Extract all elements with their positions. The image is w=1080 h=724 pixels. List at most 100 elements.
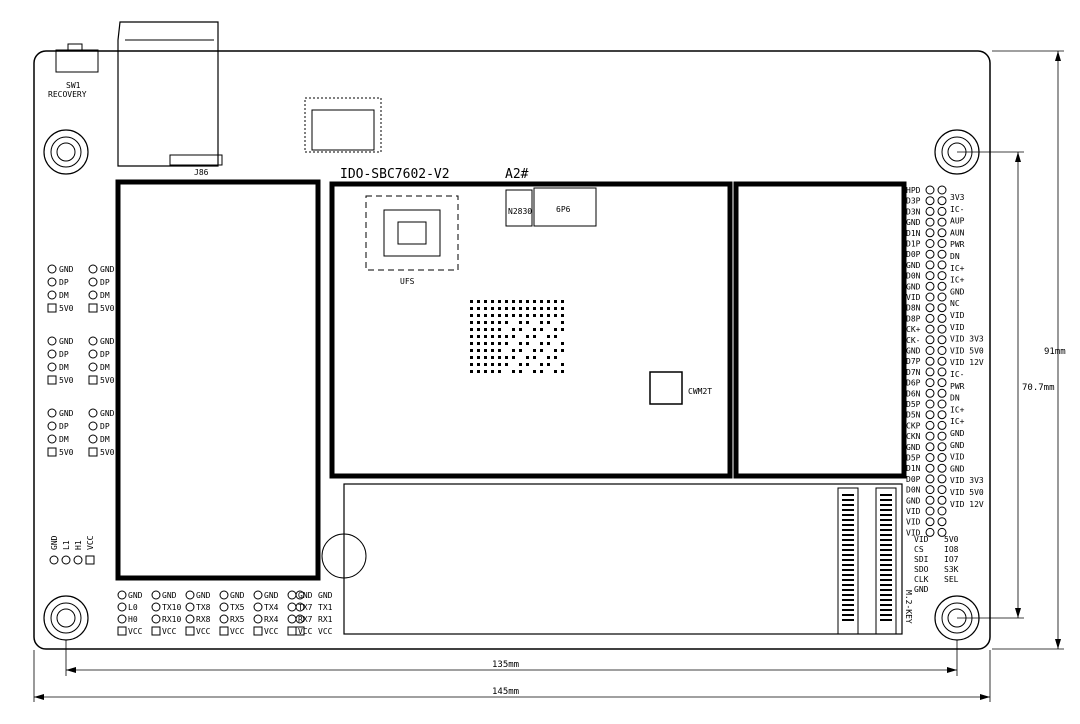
display-pin-hole bbox=[937, 474, 947, 484]
m2-pin bbox=[880, 564, 892, 566]
bga-pad bbox=[526, 363, 529, 366]
uart-pin-hole bbox=[287, 602, 297, 612]
display-pin-hole bbox=[925, 431, 935, 441]
board-outline bbox=[33, 50, 991, 650]
bga-pad bbox=[491, 342, 494, 345]
bga-pad bbox=[498, 363, 501, 366]
display-pin-label: VID bbox=[950, 323, 965, 332]
usb-pin-hole bbox=[88, 336, 98, 346]
m2-pin bbox=[842, 569, 854, 571]
uart-pin-label: GND bbox=[128, 591, 143, 600]
battery-holder bbox=[321, 533, 367, 579]
display-pin-label: D3P bbox=[906, 197, 921, 206]
display-module-outline bbox=[733, 181, 907, 479]
m2-pin bbox=[842, 549, 854, 551]
m2-pin bbox=[842, 554, 854, 556]
display-pin-hole bbox=[937, 217, 947, 227]
bga-pad bbox=[491, 321, 494, 324]
dimension-height-total-label: 91mm bbox=[1044, 347, 1066, 357]
dimension-height-holes: 70.7mm bbox=[957, 151, 1055, 619]
display-pin-label: SEL bbox=[944, 575, 959, 584]
uart-pin-label: RX4 bbox=[264, 615, 279, 624]
usb-pin-hole bbox=[47, 375, 57, 385]
uart-pin-hole bbox=[295, 626, 305, 636]
bga-pad bbox=[498, 342, 501, 345]
display-pin-hole bbox=[937, 463, 947, 473]
display-pin-label: VID 12V bbox=[950, 358, 984, 367]
bga-pad bbox=[512, 307, 515, 310]
can-pin-hole bbox=[85, 555, 95, 565]
uart-pin-hole bbox=[253, 590, 263, 600]
display-pin-hole bbox=[925, 453, 935, 462]
display-pin-label: CK- bbox=[906, 336, 920, 345]
m2-pin bbox=[880, 589, 892, 591]
uart-pin-label: VCC bbox=[318, 627, 333, 636]
bga-pad bbox=[512, 300, 515, 303]
bga-pad bbox=[484, 314, 487, 317]
display-pin-label: D1N bbox=[906, 229, 921, 238]
usb-pin-hole bbox=[88, 375, 98, 385]
usb-pin-hole bbox=[88, 421, 98, 431]
usb-pin-label: DP bbox=[59, 278, 69, 287]
m2-pin bbox=[842, 564, 854, 566]
display-pin-header: HPDD3PD3NGNDD1ND1PD0PGNDD0NGNDVIDD8ND8PC… bbox=[906, 185, 984, 594]
m2-pin bbox=[880, 569, 892, 571]
m2-pin bbox=[880, 529, 892, 531]
usb-pin-label: GND bbox=[59, 409, 74, 418]
display-pin-hole bbox=[937, 453, 947, 462]
m2-pin bbox=[880, 594, 892, 596]
bga-pad bbox=[470, 349, 473, 352]
usb-pin-label: DM bbox=[59, 291, 69, 300]
bga-pad bbox=[540, 321, 543, 324]
usb-pin-hole bbox=[88, 290, 98, 300]
ufs-chip-label: UFS bbox=[400, 277, 415, 286]
recovery-switch: SW1 RECOVERY bbox=[48, 43, 99, 99]
display-pin-hole bbox=[937, 324, 947, 334]
usb-pin-hole bbox=[88, 447, 98, 457]
display-pin-label: GND bbox=[906, 496, 921, 505]
display-pin-label: IC+ bbox=[950, 276, 965, 285]
display-pin-hole bbox=[925, 495, 935, 505]
bga-pad bbox=[533, 300, 536, 303]
bga-pad bbox=[498, 314, 501, 317]
display-pin-label: GND bbox=[950, 464, 965, 473]
display-pin-label: CS bbox=[914, 545, 924, 554]
display-pin-hole bbox=[937, 228, 947, 238]
usb-pin-label: GND bbox=[100, 265, 115, 274]
display-pin-label: IO8 bbox=[944, 545, 959, 554]
display-pin-label: VID 5V0 bbox=[950, 346, 984, 355]
display-pin-hole bbox=[937, 346, 947, 355]
bga-pad bbox=[477, 335, 480, 338]
m2-pin bbox=[842, 529, 854, 531]
m2-pin bbox=[880, 579, 892, 581]
display-pin-label: SDI bbox=[914, 555, 929, 564]
mounting-hole-top-left bbox=[43, 129, 89, 175]
uart-pin-hole bbox=[185, 614, 195, 624]
display-pin-label: GND bbox=[906, 443, 921, 452]
bga-pad bbox=[519, 328, 522, 331]
m2-pin bbox=[880, 524, 892, 526]
usb-pin-label: GND bbox=[100, 409, 115, 418]
display-pin-label: VID bbox=[906, 518, 921, 527]
display-pin-label: CK+ bbox=[906, 325, 921, 334]
display-pin-label: 3V3 bbox=[950, 193, 965, 202]
usb-pin-hole bbox=[88, 349, 98, 359]
bga-pad bbox=[491, 370, 494, 373]
bga-pad bbox=[540, 363, 543, 366]
usb-pin-label: 5V0 bbox=[100, 376, 115, 385]
display-pin-label: GND bbox=[950, 429, 965, 438]
uart-pin-label: TX8 bbox=[196, 603, 211, 612]
uart-pin-hole bbox=[151, 626, 161, 636]
m2-pin bbox=[880, 494, 892, 496]
can-pin-label: L1 bbox=[62, 540, 71, 550]
m2-pin bbox=[880, 574, 892, 576]
m2-pin bbox=[842, 579, 854, 581]
uart-pin-hole bbox=[295, 602, 305, 612]
bga-pad bbox=[533, 328, 536, 331]
bga-pad bbox=[512, 356, 515, 359]
m2-pin bbox=[880, 544, 892, 546]
usb-pin-label: GND bbox=[59, 337, 74, 346]
usb-pin-label: DM bbox=[100, 435, 110, 444]
m2-pin bbox=[880, 619, 892, 621]
bga-pad bbox=[498, 307, 501, 310]
